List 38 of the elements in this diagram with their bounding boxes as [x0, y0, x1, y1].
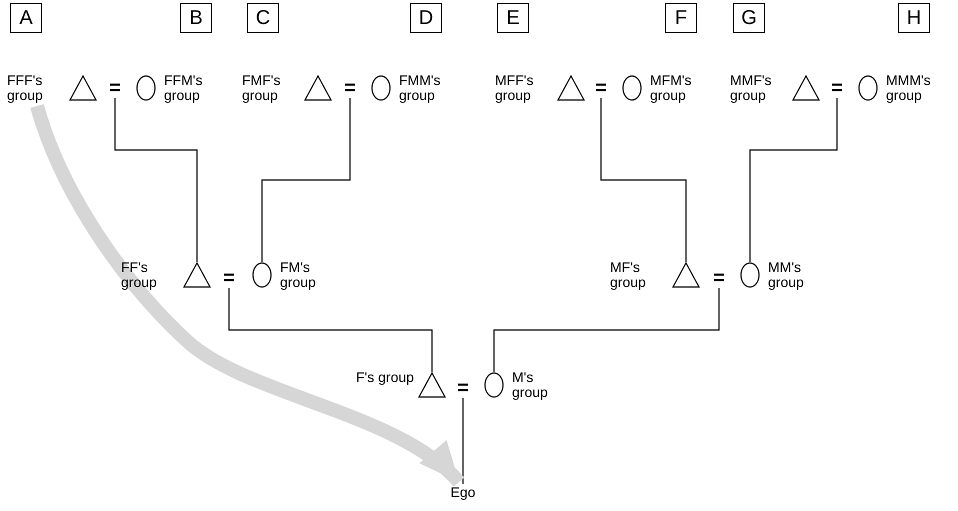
group-label: FMM's group	[399, 73, 442, 103]
descent-line	[462, 398, 464, 485]
group-letter: A	[10, 3, 42, 33]
marriage-sign: =	[593, 78, 609, 98]
group-label: MF's group	[610, 260, 647, 290]
group-label: MMM's group	[886, 73, 932, 103]
marriage-sign: =	[221, 268, 237, 288]
group-label: MM's group	[768, 260, 805, 290]
group-label: FFM's group	[164, 73, 204, 103]
descent-line	[261, 98, 351, 262]
group-label: M's group	[512, 370, 549, 400]
ego-label: Ego	[443, 484, 483, 500]
descent-line	[228, 288, 433, 372]
group-label: MMF's group	[730, 73, 773, 103]
marriage-sign: =	[107, 78, 123, 98]
group-letter: D	[410, 3, 442, 33]
marriage-sign: =	[342, 78, 358, 98]
group-label: FFF's group	[7, 73, 44, 103]
descent-line	[600, 98, 687, 262]
descent-line	[749, 98, 838, 262]
group-letter: B	[180, 3, 212, 33]
group-label: FM's group	[280, 260, 317, 290]
group-letter: E	[497, 3, 529, 33]
group-label: MFF's group	[495, 73, 534, 103]
group-label: FF's group	[121, 260, 158, 290]
group-label: MFM's group	[650, 73, 693, 103]
group-label: FMF's group	[242, 73, 282, 103]
descent-line	[493, 288, 720, 372]
group-letter: F	[665, 3, 697, 33]
group-letter: C	[247, 3, 279, 33]
group-label: F's group	[356, 370, 414, 385]
group-letter: H	[898, 3, 930, 33]
marriage-sign: =	[829, 78, 845, 98]
marriage-sign: =	[711, 268, 727, 288]
marriage-sign: =	[455, 378, 471, 398]
descent-line	[114, 98, 198, 262]
direction-arrow	[30, 104, 464, 487]
group-letter: G	[733, 3, 765, 33]
